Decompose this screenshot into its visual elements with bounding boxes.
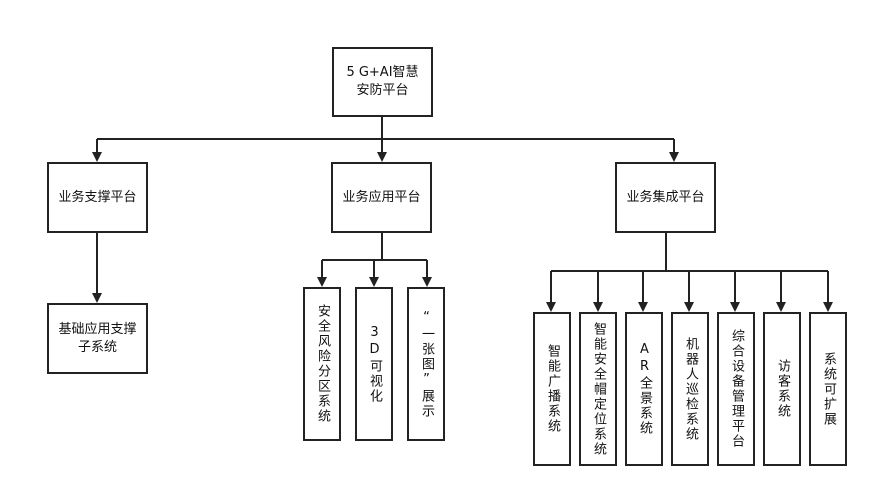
- root-node: 5 G+AI智慧 安防平台: [332, 47, 433, 117]
- support-platform-node: 业务支撑平台: [47, 162, 148, 233]
- int-child-label-6: 访客系统: [775, 359, 790, 419]
- integration-platform-label: 业务集成平台: [626, 189, 705, 205]
- int-child-node-5: 综合设备管理平台: [717, 312, 755, 466]
- int-child-node-7: 系统可扩展: [809, 312, 847, 466]
- support-child-node: 基础应用支撑 子系统: [47, 303, 148, 374]
- int-child-node-3: AR全景系统: [625, 312, 663, 466]
- app-child-node-1: 安全风险分区系统: [303, 287, 341, 441]
- application-platform-node: 业务应用平台: [331, 162, 432, 233]
- app-child-node-2: 3D可视化: [355, 287, 393, 441]
- app-child-label-2: 3D可视化: [367, 324, 382, 404]
- app-child-label-3: “一张图”展示: [419, 309, 434, 419]
- int-child-label-1: 智能广播系统: [545, 344, 560, 434]
- app-child-label-1: 安全风险分区系统: [315, 304, 330, 424]
- app-child-node-3: “一张图”展示: [407, 287, 445, 441]
- root-label: 5 G+AI智慧 安防平台: [346, 65, 419, 98]
- support-child-label: 基础应用支撑 子系统: [58, 321, 137, 355]
- int-child-label-7: 系统可扩展: [821, 351, 836, 427]
- int-child-label-5: 综合设备管理平台: [729, 329, 744, 449]
- int-child-node-1: 智能广播系统: [533, 312, 571, 466]
- int-child-node-2: 智能安全帽定位系统: [579, 312, 617, 466]
- support-platform-label: 业务支撑平台: [58, 189, 137, 205]
- int-child-label-2: 智能安全帽定位系统: [591, 321, 606, 457]
- application-platform-label: 业务应用平台: [342, 189, 421, 205]
- int-child-node-6: 访客系统: [763, 312, 801, 466]
- integration-platform-node: 业务集成平台: [615, 162, 716, 233]
- int-child-label-3: AR全景系统: [637, 342, 652, 436]
- int-child-node-4: 机器人巡检系统: [671, 312, 709, 466]
- int-child-label-4: 机器人巡检系统: [683, 336, 698, 442]
